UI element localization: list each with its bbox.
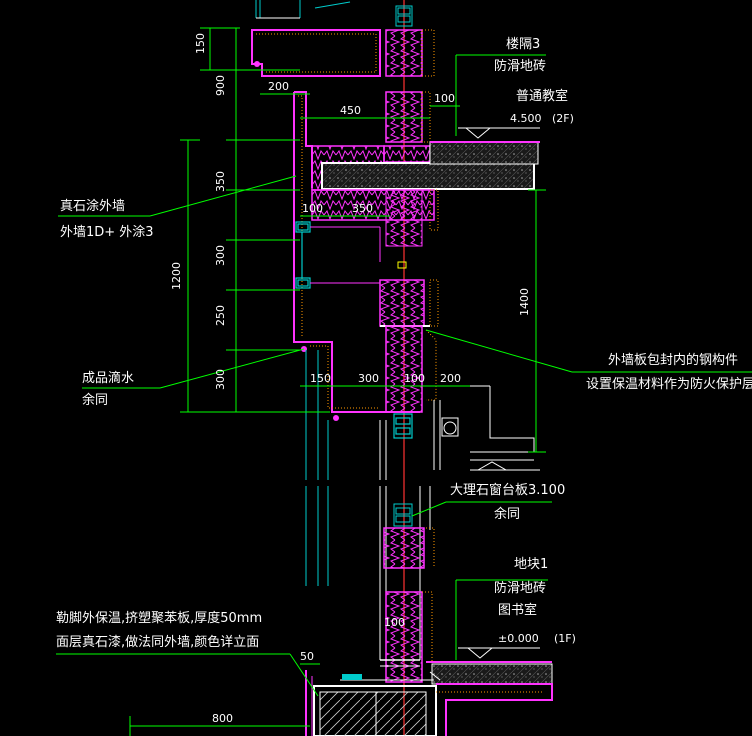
label-floor1-level: ±0.000 [498, 632, 539, 645]
right-structure [430, 385, 540, 471]
label-floor2-room-a: 楼隔3 [506, 37, 540, 52]
insulation-lower [383, 527, 553, 685]
dimension-lines [129, 27, 546, 736]
label-floor2-room-c: 普通教室 [516, 88, 568, 104]
dim-100-mid: 100 [302, 202, 323, 215]
dim-200-h: 200 [440, 372, 461, 385]
dim-300-v2: 300 [214, 369, 227, 390]
dim-300-v1: 300 [214, 245, 227, 266]
label-drip-a: 成品滴水 [82, 370, 134, 386]
label-ext-wall-a: 真石涂外墙 [60, 198, 125, 214]
dim-350-h: 350 [352, 202, 373, 215]
label-floor2-level: 4.500 [510, 112, 542, 125]
dim-100-h: 100 [404, 372, 425, 385]
dim-350-v: 350 [214, 171, 227, 192]
dim-1200: 1200 [170, 262, 183, 290]
dim-800: 800 [212, 712, 233, 725]
dim-200-top: 200 [268, 80, 289, 93]
upper-cornice [251, 29, 381, 77]
label-steel-note-b: 设置保温材料作为防火保护层 [586, 376, 752, 392]
label-steel-note-a: 外墙板包封内的钢构件 [608, 352, 738, 368]
upper-window [255, 0, 413, 27]
label-sill-b: 余同 [494, 506, 520, 522]
label-floor1-room-c: 图书室 [498, 602, 537, 618]
window-connectors [310, 226, 381, 284]
dim-150-h: 150 [310, 372, 331, 385]
label-sill-a: 大理石窗台板3.100 [450, 482, 565, 498]
dim-50: 50 [300, 650, 314, 663]
dim-100-low: 100 [384, 616, 405, 629]
label-floor2-story: (2F) [552, 112, 574, 125]
label-ext-wall-b: 外墙1D+ 外涂3 [60, 224, 154, 240]
dim-900: 900 [214, 75, 227, 96]
level-marker-1f [458, 647, 540, 659]
label-floor1-room-b: 防滑地砖 [494, 580, 546, 596]
label-plinth-a: 勒脚外保温,挤塑聚苯板,厚度50mm [56, 610, 262, 626]
dim-300-h: 300 [358, 372, 379, 385]
label-floor2-room-b: 防滑地砖 [494, 58, 546, 74]
label-floor1-room-a: 地块1 [514, 557, 548, 572]
dim-1400: 1400 [518, 288, 531, 316]
slab-2f [311, 141, 540, 247]
dim-100-top: 100 [434, 92, 455, 105]
level-marker-2f [458, 127, 540, 139]
foundation [305, 659, 553, 736]
dim-150: 150 [194, 33, 207, 54]
dim-250-v: 250 [214, 305, 227, 326]
leader-lines [56, 54, 752, 697]
insulation-middle [379, 261, 439, 413]
dim-450: 450 [340, 104, 361, 117]
label-plinth-b: 面层真石漆,做法同外墙,颜色详立面 [56, 634, 259, 650]
insulation-upper [385, 29, 435, 143]
label-drip-b: 余同 [82, 392, 108, 408]
label-floor1-story: (1F) [554, 632, 576, 645]
